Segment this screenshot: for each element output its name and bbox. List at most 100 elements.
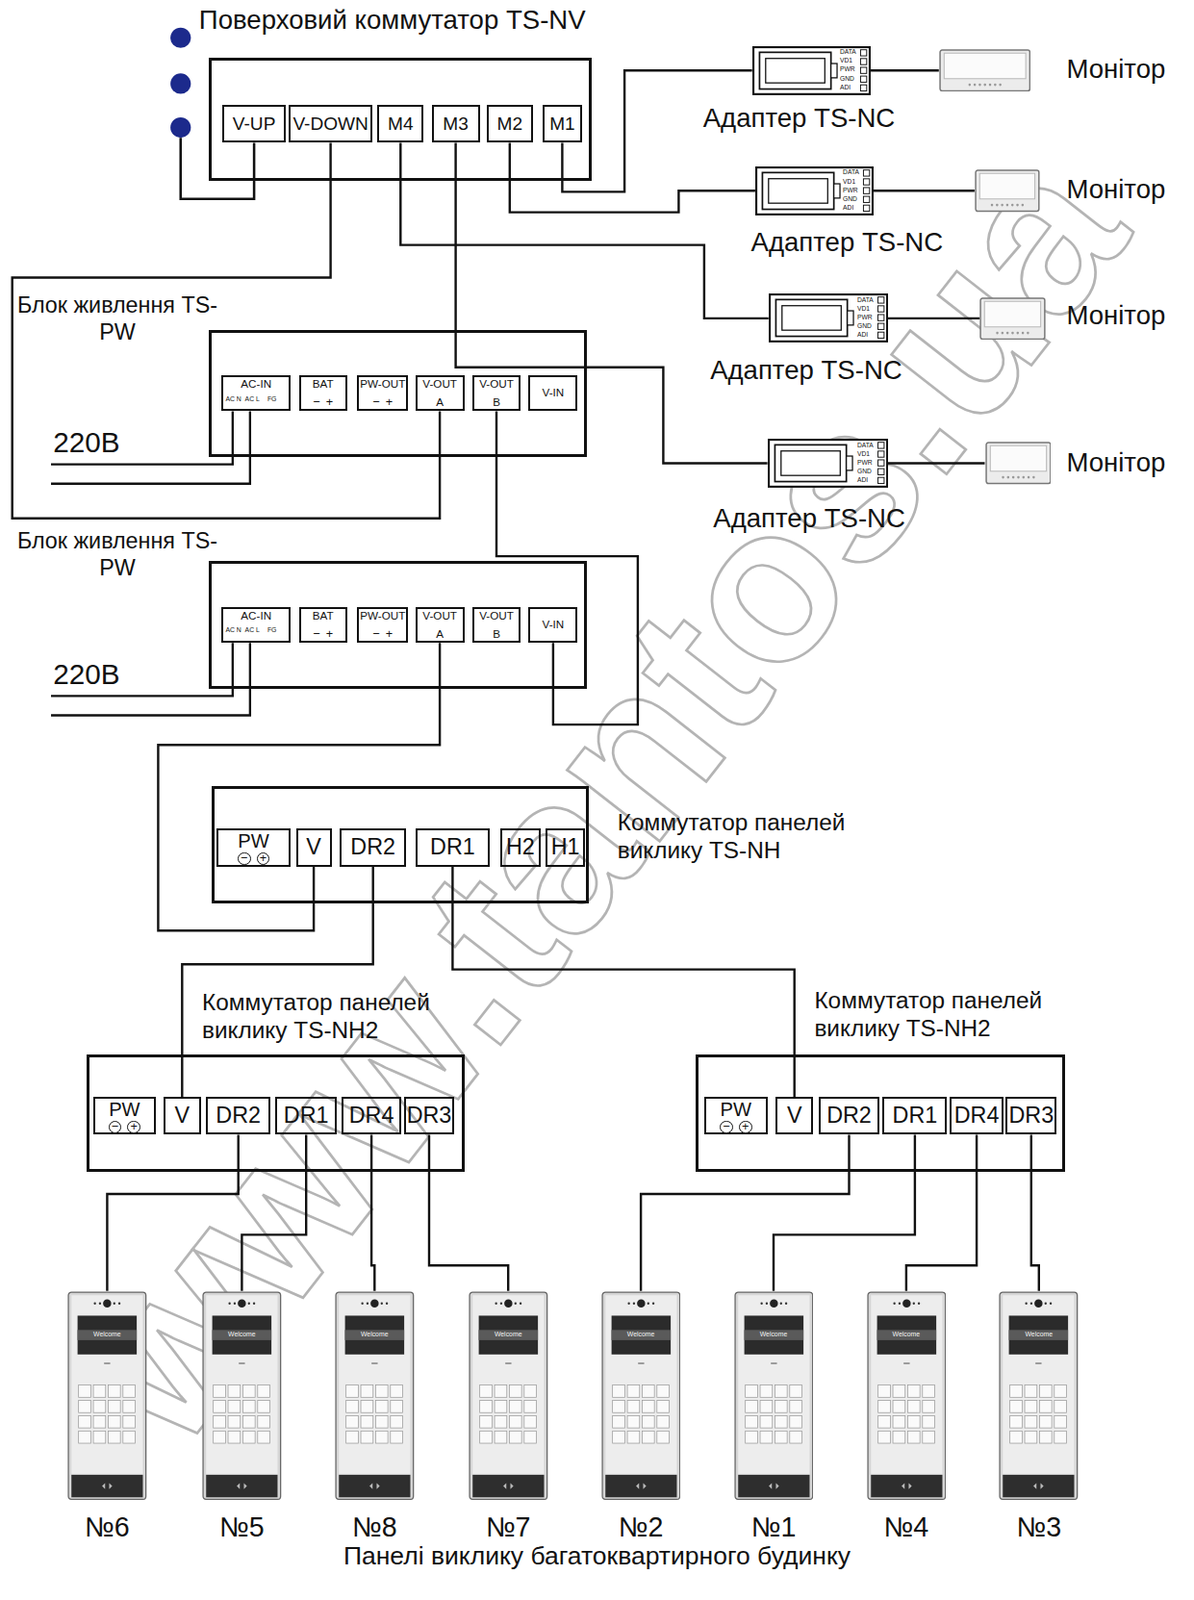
polarity-sign: − bbox=[237, 852, 252, 866]
device-title: Коммутатор панелей виклику TS-NH2 bbox=[813, 986, 1100, 1043]
monitor-button bbox=[990, 203, 994, 207]
keypad-key bbox=[627, 1399, 640, 1413]
device-title: Монітор bbox=[1066, 173, 1189, 205]
keypad-key bbox=[93, 1430, 106, 1444]
pin-label: GND bbox=[839, 76, 855, 83]
device-title: Блок живлення TS-PW bbox=[15, 528, 220, 583]
monitor-button bbox=[978, 83, 982, 87]
wire-connector bbox=[12, 143, 440, 519]
keypad-key bbox=[774, 1399, 788, 1413]
keypad-key bbox=[107, 1430, 121, 1444]
screen-text: Welcome bbox=[876, 1331, 937, 1339]
panel-screen bbox=[1009, 1315, 1069, 1354]
keypad-key bbox=[228, 1430, 241, 1444]
keypad-key bbox=[788, 1415, 802, 1428]
rj45-socket bbox=[781, 305, 841, 331]
panel-indicator bbox=[1036, 1362, 1042, 1365]
panel-screen-strip bbox=[77, 1329, 138, 1341]
panel-face bbox=[71, 1295, 143, 1474]
monitor-button bbox=[1026, 331, 1030, 335]
keypad-key bbox=[480, 1430, 493, 1444]
polarity-sign: − bbox=[108, 1120, 123, 1135]
port-label: M2 bbox=[497, 113, 524, 134]
reader-icon bbox=[901, 1482, 913, 1489]
panel-screen-strip bbox=[610, 1329, 671, 1341]
monitor-button bbox=[1006, 331, 1010, 335]
panel-indicator bbox=[103, 1362, 110, 1365]
reader-icon bbox=[1033, 1482, 1044, 1489]
panel-camera bbox=[237, 1298, 246, 1307]
keypad-key bbox=[242, 1415, 255, 1428]
panel-face bbox=[870, 1295, 942, 1474]
panel-screen-strip bbox=[344, 1329, 405, 1341]
terminal-port: V-OUTA bbox=[415, 607, 465, 643]
polarity-row: −+ bbox=[356, 395, 408, 409]
keypad-key bbox=[921, 1384, 935, 1398]
pin-label: PWR bbox=[842, 187, 859, 195]
polarity-sign: + bbox=[738, 1120, 753, 1135]
panel-screen bbox=[478, 1315, 538, 1354]
keypad-key bbox=[123, 1430, 136, 1444]
polarity-sign: + bbox=[256, 852, 271, 866]
keypad-key bbox=[346, 1399, 359, 1413]
keypad-key bbox=[892, 1415, 906, 1428]
monitor-drawing bbox=[939, 49, 1031, 93]
polarity-sign: + bbox=[385, 627, 393, 641]
keypad-key bbox=[375, 1415, 388, 1428]
terminal-port: DR2 bbox=[339, 828, 407, 866]
keypad-key bbox=[1024, 1430, 1038, 1444]
terminal-port: M2 bbox=[486, 104, 534, 143]
device-title: Коммутатор панелей виклику TS-NH2 bbox=[202, 988, 488, 1045]
keypad-key bbox=[627, 1430, 640, 1444]
keypad-key bbox=[78, 1415, 92, 1428]
monitor-button bbox=[1006, 203, 1010, 207]
panel-drawing bbox=[334, 1291, 415, 1500]
keypad-key bbox=[107, 1415, 121, 1428]
rj45-socket bbox=[765, 57, 826, 82]
keypad-key bbox=[78, 1399, 92, 1413]
panel-indicator bbox=[371, 1362, 378, 1365]
reader-icon bbox=[768, 1482, 780, 1489]
rj45-socket bbox=[762, 172, 834, 209]
panel-housing bbox=[999, 1292, 1078, 1499]
keypad-key bbox=[228, 1415, 241, 1428]
monitor-button bbox=[1001, 476, 1005, 480]
panel-screen bbox=[876, 1315, 937, 1354]
screen-text: Welcome bbox=[610, 1331, 671, 1339]
panel-screen-strip bbox=[212, 1329, 273, 1341]
panel-indicator bbox=[637, 1362, 644, 1365]
device-title: Коммутатор панелей виклику TS-NH bbox=[617, 808, 889, 865]
monitor-button bbox=[983, 83, 987, 87]
keypad-key bbox=[360, 1384, 374, 1398]
keypad-key bbox=[921, 1430, 935, 1444]
panel-indicator bbox=[505, 1362, 511, 1365]
keypad-key bbox=[1040, 1415, 1053, 1428]
port-label: V-OUT bbox=[422, 378, 458, 391]
monitor-screen bbox=[979, 173, 1035, 200]
panel-number: №8 bbox=[323, 1510, 426, 1544]
device-title: Монітор bbox=[1066, 446, 1189, 479]
call-panel: Welcome№8 bbox=[334, 1291, 415, 1500]
monitor-screen bbox=[990, 446, 1046, 473]
terminal-square bbox=[860, 58, 866, 65]
panel-drawing bbox=[202, 1291, 282, 1500]
screen-text: Welcome bbox=[212, 1331, 273, 1339]
panel-housing bbox=[335, 1292, 414, 1499]
port-label: BAT bbox=[312, 378, 334, 391]
panel-indicator bbox=[770, 1362, 777, 1365]
panel-screen bbox=[344, 1315, 405, 1354]
panel-camera bbox=[102, 1298, 111, 1307]
polarity-sign: − bbox=[372, 395, 380, 409]
port-label: BAT bbox=[312, 609, 334, 623]
keypad-key bbox=[1010, 1399, 1023, 1413]
terminal-port: DR1 bbox=[415, 828, 490, 866]
indicator-dot bbox=[170, 117, 191, 138]
panel-drawing bbox=[734, 1291, 814, 1500]
port-label: V-OUT bbox=[479, 609, 514, 623]
keypad-key bbox=[892, 1399, 906, 1413]
wire-connector bbox=[241, 1135, 306, 1292]
panel-reader-strip bbox=[71, 1474, 143, 1498]
terminal-port: DR4 bbox=[949, 1096, 1003, 1135]
keypad-key bbox=[524, 1415, 537, 1428]
terminal-port: DR1 bbox=[275, 1096, 337, 1135]
